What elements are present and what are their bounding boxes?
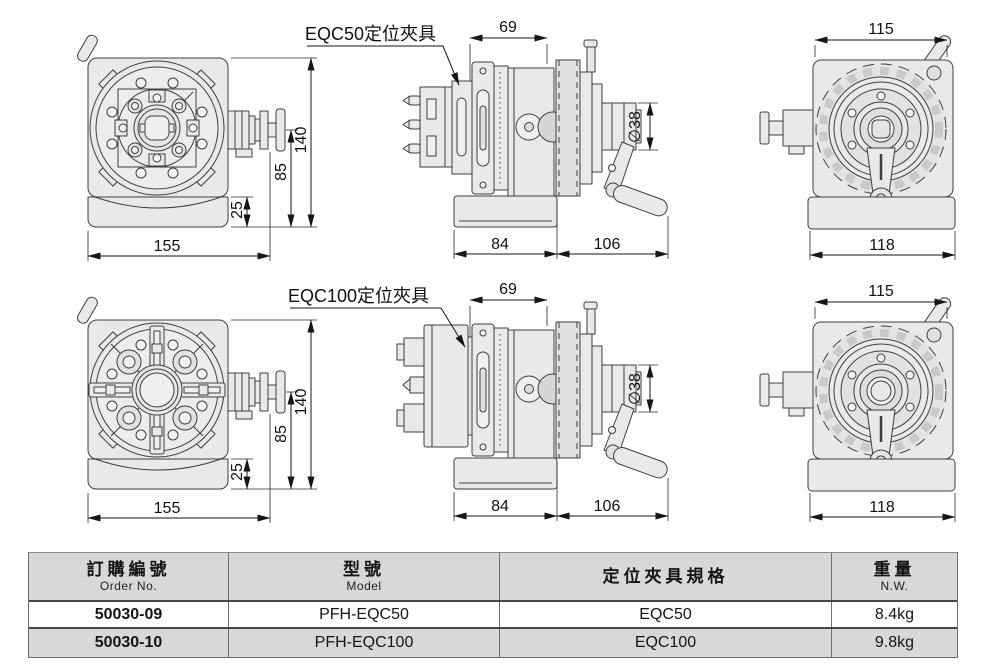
fixture-callout-eqc50: EQC50定位夾具	[305, 24, 437, 44]
spec-table: 訂購編號 Order No. 型號 Model 定位夾具規格 重量 N.W. 5…	[28, 552, 958, 658]
header-order-no: 訂購編號 Order No.	[29, 553, 229, 600]
fixture-callout-eqc100: EQC100定位夾具	[288, 286, 430, 306]
callout-leader-eqc100	[290, 307, 466, 348]
dim-center-height-row2: 85	[273, 425, 290, 443]
row1-drawings	[76, 33, 955, 261]
dim-fixture-depth-row2: 69	[499, 281, 517, 298]
table-row: 50030-09 PFH-EQC50 EQC50 8.4kg	[29, 602, 957, 629]
cell-weight: 8.4kg	[874, 605, 915, 623]
dim-front-length-row2: 84	[491, 498, 509, 515]
dim-center-height-row1: 85	[273, 163, 290, 181]
table-row: 50030-10 PFH-EQC100 EQC100 9.8kg	[29, 629, 957, 657]
cell-model: PFH-EQC50	[229, 602, 500, 627]
cell-order-no: 50030-09	[29, 602, 229, 627]
rear-center-hole-eqc100	[866, 376, 896, 406]
side-fixture-eqc100	[396, 324, 473, 448]
dim-base-width-row2: 118	[869, 499, 895, 516]
header-order-no-zh: 訂購編號	[86, 560, 171, 579]
dim-shaft-dia-row2: ∅38	[627, 373, 644, 405]
dim-rear-length-row2: 106	[593, 498, 621, 515]
header-fixture-spec: 定位夾具規格	[500, 553, 832, 600]
header-order-no-en: Order No.	[99, 579, 158, 593]
dim-rear-length-row1: 106	[593, 236, 621, 253]
dim-fixture-depth-row1: 69	[499, 19, 517, 36]
spec-table-header: 訂購編號 Order No. 型號 Model 定位夾具規格 重量 N.W.	[29, 553, 957, 602]
rear-center-hole-eqc50	[867, 115, 895, 143]
cell-order-no: 50030-10	[29, 629, 229, 657]
dim-total-height-row1: 140	[293, 126, 310, 154]
cell-weight: 9.8kg	[874, 634, 915, 651]
dim-body-width-row2: 115	[868, 283, 894, 300]
header-weight-zh: 重量	[873, 560, 916, 579]
front-faceplate-eqc100	[88, 325, 226, 455]
dim-front-length-row1: 84	[491, 236, 509, 253]
dim-shaft-dia-row1: ∅38	[627, 111, 644, 143]
cell-fixture-spec: EQC50	[500, 602, 832, 627]
header-weight-en: N.W.	[880, 579, 909, 593]
dim-base-height-row2: 25	[229, 463, 246, 481]
header-fixture-spec-zh: 定位夾具規格	[602, 566, 729, 586]
dim-body-width-row1: 115	[868, 21, 894, 38]
dim-overall-width-row1: 155	[153, 238, 181, 255]
header-model-zh: 型號	[343, 560, 385, 579]
header-model: 型號 Model	[229, 553, 500, 600]
side-fixture-eqc50	[402, 80, 473, 175]
dim-total-height-row2: 140	[293, 388, 310, 416]
row2-drawings	[76, 295, 955, 523]
cell-fixture-spec: EQC100	[500, 629, 832, 657]
header-model-en: Model	[346, 579, 382, 593]
dim-base-width-row1: 118	[869, 237, 895, 254]
dim-base-height-row1: 25	[229, 201, 246, 219]
header-weight: 重量 N.W.	[832, 553, 957, 600]
dim-overall-width-row2: 155	[153, 500, 181, 517]
callout-leader-eqc50	[307, 45, 460, 86]
cell-model: PFH-EQC100	[229, 629, 500, 657]
front-faceplate-eqc50	[114, 88, 200, 168]
